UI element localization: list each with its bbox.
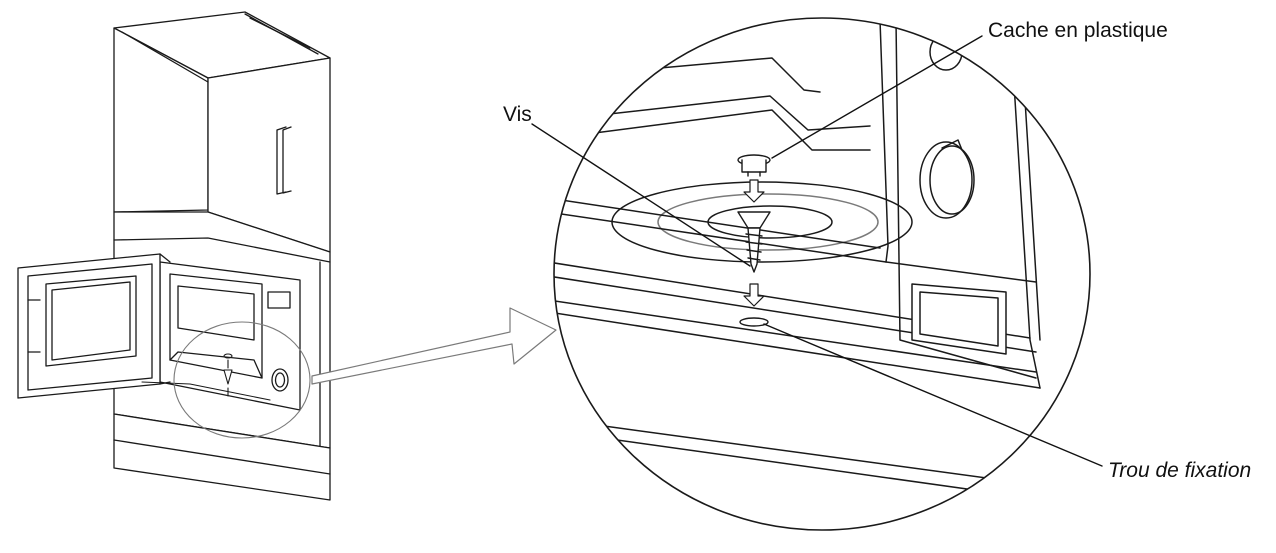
upper-cabinet bbox=[114, 12, 330, 252]
label-plastic-cover: Cache en plastique bbox=[988, 19, 1168, 42]
magnified-detail bbox=[548, 18, 1090, 530]
zoom-circle-small bbox=[174, 322, 310, 438]
mini-screw-detail bbox=[142, 354, 270, 400]
fixing-hole-part bbox=[740, 318, 768, 326]
leader-screw bbox=[532, 124, 750, 266]
zoom-arrow bbox=[312, 308, 556, 384]
down-arrow-top bbox=[744, 180, 764, 202]
cabinet-overview bbox=[18, 12, 330, 500]
plastic-cover-part bbox=[738, 155, 770, 176]
screw-part bbox=[738, 212, 770, 272]
leader-fixing-hole bbox=[764, 324, 1102, 466]
cabinet-handle bbox=[277, 127, 291, 194]
microwave-door bbox=[18, 254, 170, 398]
down-arrow-bottom bbox=[744, 284, 764, 306]
leader-lines bbox=[532, 36, 1102, 466]
label-fixing-hole: Trou de fixation bbox=[1108, 459, 1252, 482]
leader-plastic-cover bbox=[772, 36, 982, 158]
label-screw: Vis bbox=[503, 103, 532, 126]
